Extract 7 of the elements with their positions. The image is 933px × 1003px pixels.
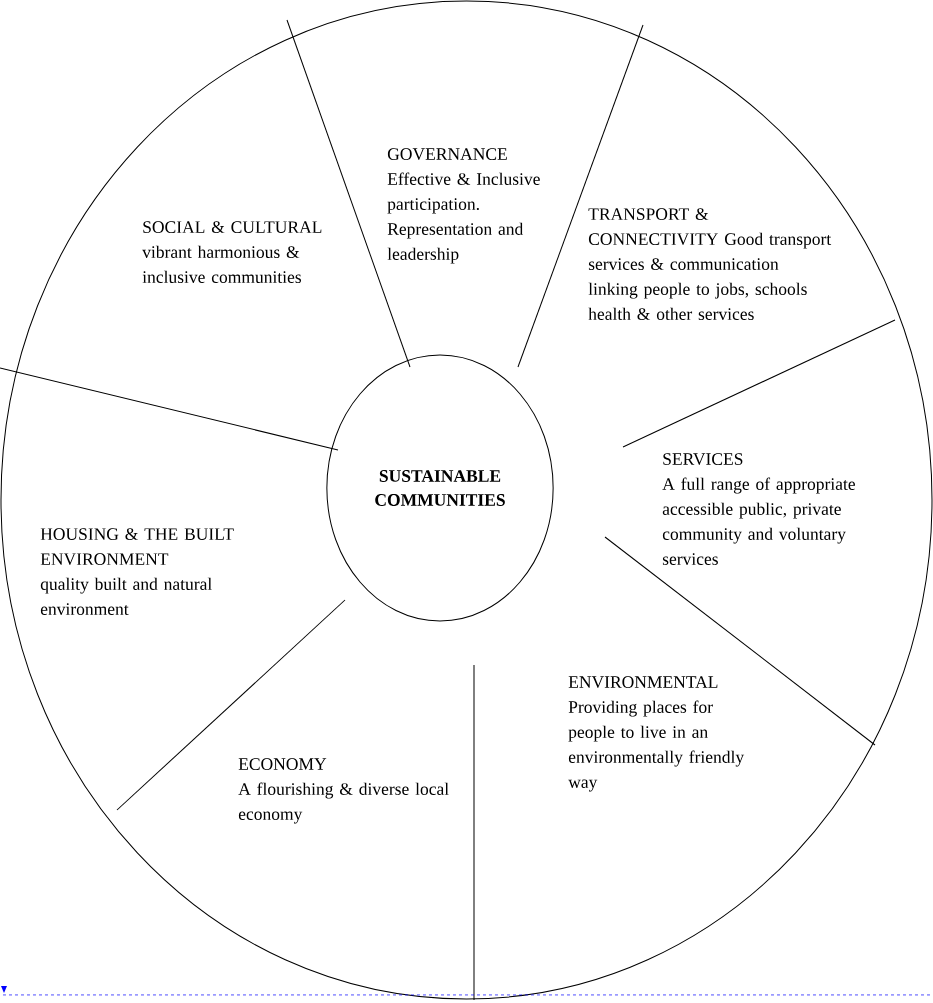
segment-text: HOUSING & THE BUILT ENVIRONMENT quality built and natural environment	[40, 528, 234, 615]
segment-text: SERVICES A full range of appropriate accessible public, private community and voluntary services	[662, 453, 855, 565]
segment-text: SOCIAL & CULTURAL vibrant harmonious & inclusive communities	[142, 221, 322, 283]
segment-text: ENVIRONMENTAL Providing places for people to live in an environmentally friendly way	[568, 676, 745, 792]
segment-text: GOVERNANCE Effective & Inclusive participation. Representation and leadership	[387, 148, 540, 264]
segment-text: ECONOMY A flourishing & diverse local economy	[238, 758, 449, 824]
segment-text: TRANSPORT & CONNECTIVITY Good transport services & communication linking people to jobs, schools health & other services	[588, 208, 832, 320]
